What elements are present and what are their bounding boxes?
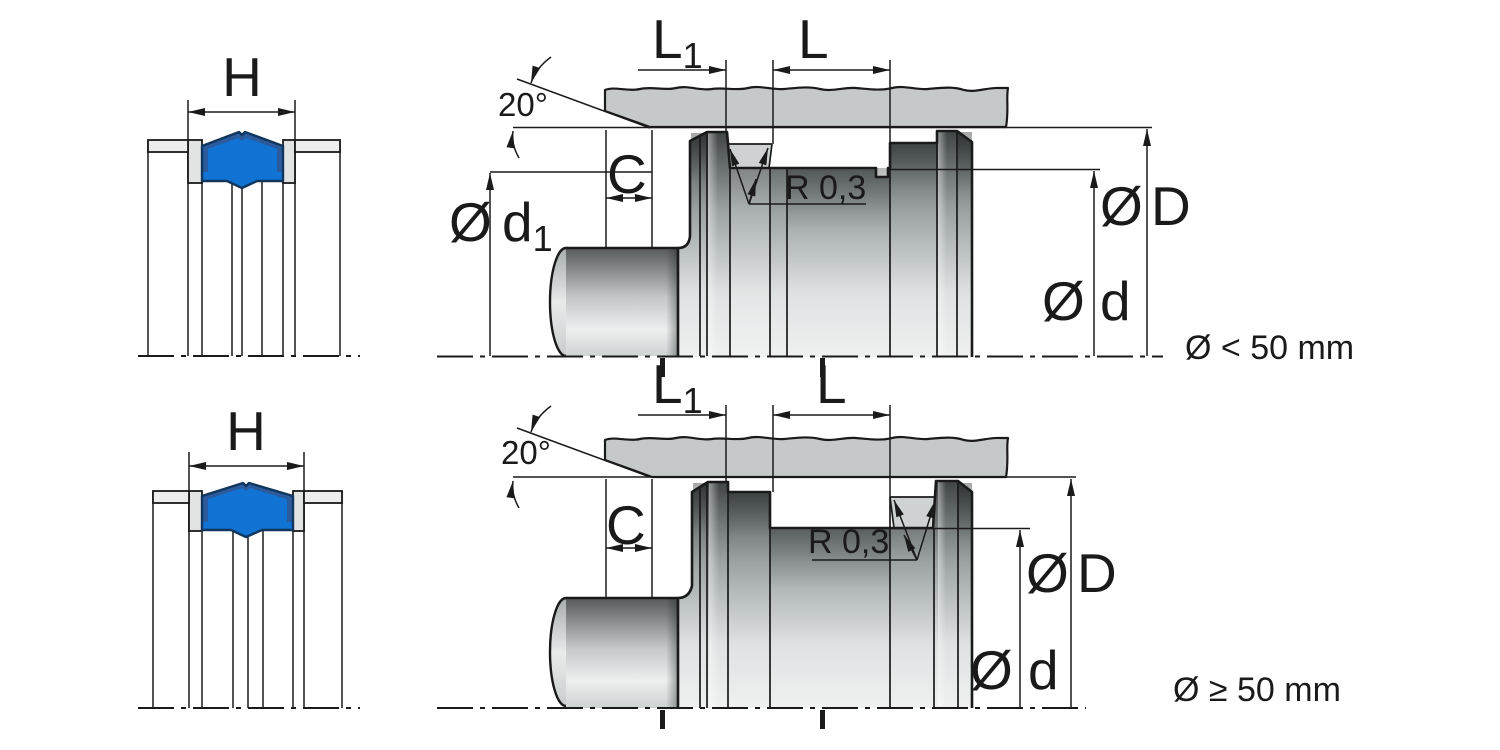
radius-callout-upper: R 0,3: [729, 147, 866, 207]
seal-profile: [202, 132, 283, 188]
step-shade: [770, 528, 890, 588]
angle-arc: [506, 130, 520, 159]
diameter-dimensions-upper: Ø d1 Ø d Ø D: [449, 129, 1191, 356]
groove-detail-lower: 20°: [437, 353, 1341, 729]
rod-shadow: [666, 248, 678, 356]
label-d1-upper: d1: [502, 191, 553, 259]
h-dimension: H: [188, 400, 305, 491]
groove-detail-upper: 20°: [437, 8, 1354, 377]
radius-callout-lower: R 0,3: [808, 499, 936, 561]
l-dimensions-upper: L1 L: [638, 8, 891, 144]
step-shade: [787, 168, 890, 228]
c-dimension-lower: C: [605, 479, 653, 598]
rod-shadow: [666, 598, 678, 707]
label-c-upper: C: [607, 143, 647, 205]
gland-lip: [282, 139, 296, 184]
seal-profile: [202, 483, 293, 537]
h-dimension: H: [187, 46, 296, 140]
label-c-lower: C: [606, 494, 646, 556]
housing-bore: [603, 85, 1010, 129]
groove-far-wall-line: [768, 143, 773, 169]
label-dia-symbol: Ø: [1042, 270, 1085, 332]
lead-in-angle-upper: 20°: [498, 56, 651, 159]
angle-arc: [530, 405, 552, 433]
housing-bore: [603, 435, 1010, 479]
gland-lip: [292, 490, 305, 532]
section-tick: [820, 710, 825, 729]
seal-cross-section-lower: H: [138, 400, 360, 709]
label-l-upper: L: [798, 8, 829, 70]
seal-side-band: [202, 146, 208, 172]
label-h-upper: H: [222, 46, 262, 108]
label-angle-upper: 20°: [498, 86, 548, 123]
label-d-lower: d: [1028, 639, 1059, 701]
shaft-silhouette-lines: [699, 481, 959, 708]
chamfer-line: [516, 78, 651, 129]
rod-lines: [201, 181, 284, 356]
ring-chamfer-shade: [691, 133, 707, 183]
ring-chamfer-shade: [957, 132, 972, 192]
gland-cap: [147, 139, 189, 153]
gland-lip: [187, 139, 203, 184]
seal-back-ring: [202, 483, 293, 501]
shaft-silhouette-lines: [699, 131, 958, 356]
gland-cap: [152, 490, 190, 504]
gland-lip: [188, 490, 203, 532]
land-shade: [728, 492, 770, 537]
seal-side-band: [287, 496, 293, 522]
label-d-upper: d: [1100, 270, 1131, 332]
seal-side-band: [202, 496, 208, 522]
diameter-dimensions-lower: Ø d Ø D: [890, 479, 1117, 707]
ring-highlight: [709, 483, 719, 706]
lead-in-angle-lower: 20°: [501, 405, 651, 509]
rod-lines: [201, 530, 294, 708]
gland-cap: [303, 490, 343, 504]
chamfer-line: [516, 427, 651, 478]
label-radius-upper: R 0,3: [785, 169, 866, 207]
condition-small-bore: Ø < 50 mm: [1185, 329, 1354, 367]
label-l-lower: L: [816, 353, 847, 415]
label-dia-symbol: Ø: [449, 191, 492, 253]
seal-outline: [200, 481, 295, 539]
section-tick: [660, 710, 665, 729]
label-l1-upper: L1: [652, 8, 703, 76]
section-tick: [820, 358, 825, 377]
ring-highlight: [938, 132, 947, 356]
label-D-upper: D: [1151, 175, 1191, 237]
angle-arc: [530, 56, 552, 84]
shaft-body: [678, 481, 972, 708]
c-dimension-upper: C: [605, 130, 653, 248]
label-radius-lower: R 0,3: [808, 523, 889, 561]
label-dia-symbol: Ø: [970, 639, 1013, 701]
upper-drawing: H 20°: [138, 8, 1354, 377]
ring-highlight: [938, 482, 946, 706]
angle-arc: [506, 480, 520, 509]
label-dia-symbol: Ø: [1026, 542, 1069, 604]
gland-cap: [294, 139, 341, 153]
label-angle-lower: 20°: [501, 434, 551, 471]
l-dimensions-lower: L1 L: [638, 353, 891, 497]
label-l1-lower: L1: [652, 353, 703, 421]
lower-drawing: H 20°: [138, 353, 1341, 729]
rod-body: [566, 248, 678, 356]
label-h-lower: H: [226, 400, 266, 462]
section-tick: [660, 358, 665, 377]
ring-highlight: [708, 133, 718, 356]
seal-outline: [200, 130, 285, 190]
condition-large-bore: Ø ≥ 50 mm: [1173, 671, 1341, 709]
seal-cross-section-upper: H: [138, 46, 360, 357]
seal-side-band: [277, 146, 283, 172]
label-dia-symbol: Ø: [1100, 175, 1143, 237]
rod-body: [566, 598, 678, 708]
label-D-lower: D: [1077, 542, 1117, 604]
ring-chamfer-shade: [957, 483, 972, 543]
land-shade: [890, 143, 937, 188]
